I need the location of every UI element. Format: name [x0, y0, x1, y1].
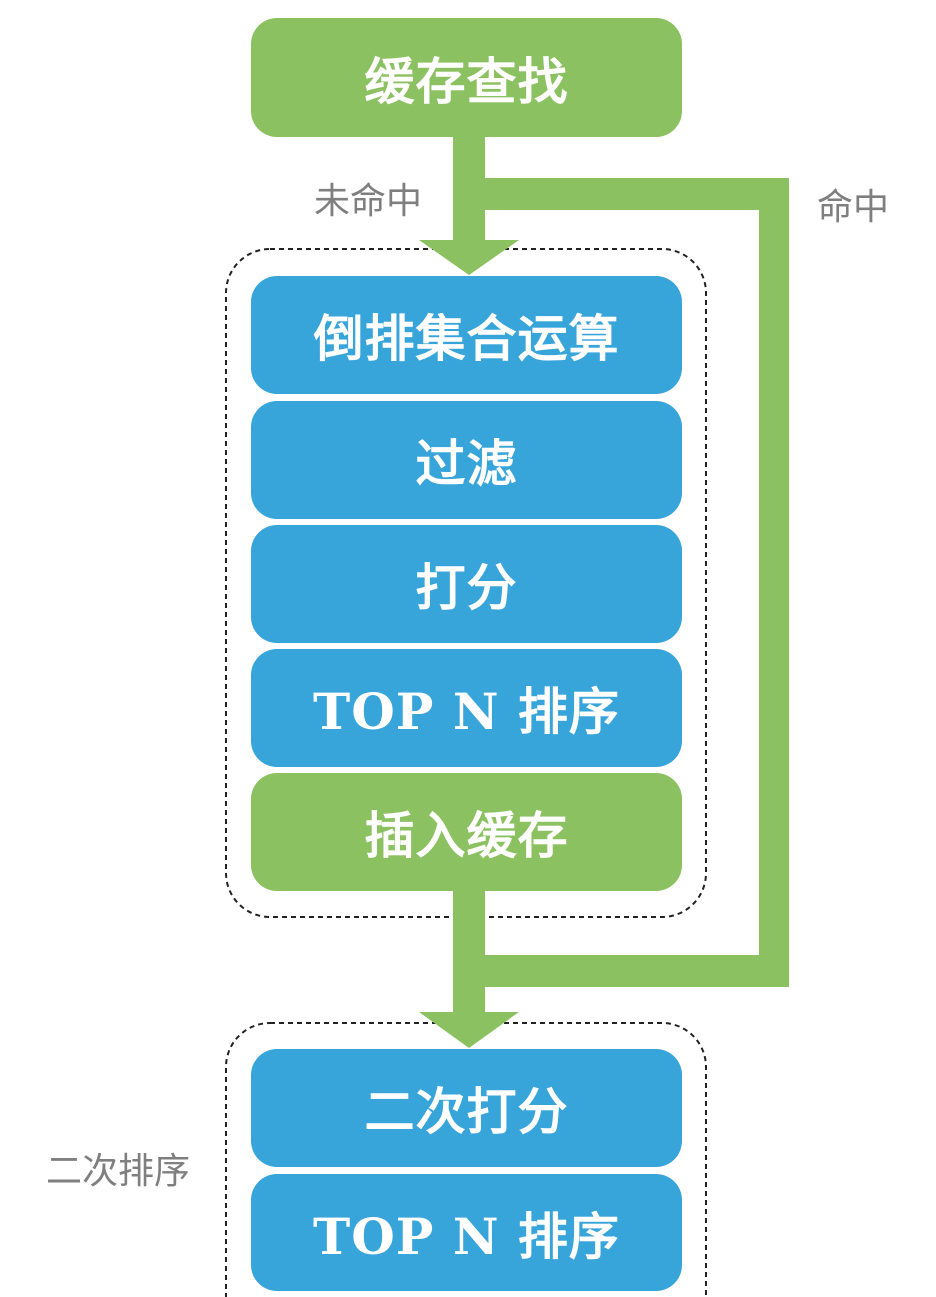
node-filter: 过滤: [251, 401, 682, 519]
node-rescore: 二次打分: [251, 1049, 682, 1167]
edge-label-hit: 命中: [817, 187, 890, 228]
hit-path-top: [453, 178, 789, 210]
node-top-n-sort-2: TOP N 排序: [251, 1174, 682, 1291]
miss-arrow-head: [419, 240, 519, 275]
merge-arrow-head: [419, 1012, 519, 1048]
group-label-second-sort: 二次排序: [46, 1151, 191, 1192]
group-container-second-sort: [225, 1022, 707, 1297]
hit-path-right: [759, 178, 789, 987]
edge-label-miss: 未命中: [314, 181, 423, 222]
node-cache-lookup: 缓存查找: [251, 18, 682, 137]
hit-path-bottom: [453, 955, 789, 987]
node-insert-cache: 插入缓存: [251, 773, 682, 891]
node-inverted-set-ops: 倒排集合运算: [251, 276, 682, 394]
merge-arrow-shaft: [453, 888, 485, 1014]
node-score: 打分: [251, 525, 682, 643]
node-top-n-sort-1: TOP N 排序: [251, 649, 682, 767]
